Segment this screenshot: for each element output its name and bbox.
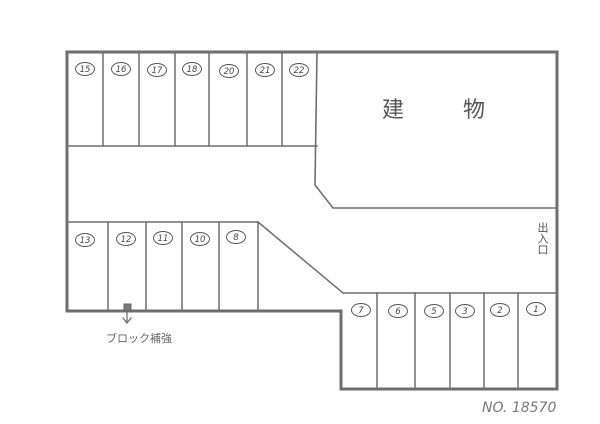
reference-number: NO. 18570: [482, 400, 557, 416]
block-reinforcement-note: ブロック補強: [106, 332, 172, 345]
stall-number-3[interactable]: 3: [455, 304, 475, 318]
stall-number-21[interactable]: 21: [255, 63, 275, 77]
stall-number-5[interactable]: 5: [424, 304, 444, 318]
stall-number-8[interactable]: 8: [226, 230, 246, 244]
stall-number-1[interactable]: 1: [526, 302, 546, 316]
entrance-label: 出入口: [536, 222, 549, 255]
stall-number-15[interactable]: 15: [75, 62, 95, 76]
building-label: 建 物: [382, 98, 511, 123]
block-reinforcement-marker: [122, 303, 132, 325]
stall-number-20[interactable]: 20: [219, 64, 239, 78]
stall-number-6[interactable]: 6: [388, 304, 408, 318]
stall-number-17[interactable]: 17: [147, 63, 167, 77]
stall-number-7[interactable]: 7: [351, 303, 371, 317]
stall-number-10[interactable]: 10: [190, 232, 210, 246]
bottom-row-stalls: [342, 292, 558, 390]
top-row-stalls: [66, 51, 318, 147]
stall-number-2[interactable]: 2: [490, 303, 510, 317]
stall-number-16[interactable]: 16: [111, 62, 131, 76]
stall-number-13[interactable]: 13: [75, 233, 95, 247]
middle-row-stalls: [66, 220, 345, 312]
stall-number-11[interactable]: 11: [153, 231, 173, 245]
lot-boundary: [65, 50, 559, 391]
building-outline: [314, 51, 558, 209]
stall-number-22[interactable]: 22: [289, 63, 309, 77]
stall-number-18[interactable]: 18: [182, 62, 202, 76]
stall-number-12[interactable]: 12: [116, 232, 136, 246]
